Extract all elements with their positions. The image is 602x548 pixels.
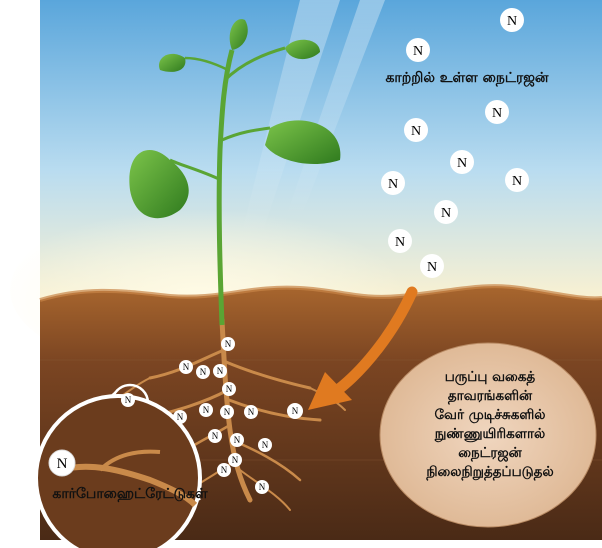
svg-text:N: N (492, 106, 502, 121)
nitrogen-nodule: N (222, 382, 236, 396)
svg-text:N: N (413, 44, 423, 59)
svg-text:N: N (512, 174, 522, 189)
nitrogen-nodule: N (258, 438, 272, 452)
svg-text:N: N (200, 367, 207, 377)
nitrogen-nodule: N (228, 453, 242, 467)
magnified-nitrogen-atom: N (49, 450, 75, 476)
nitrogen-atom: N (420, 254, 444, 278)
nitrogen-atom: N (505, 168, 529, 192)
nitrogen-nodule: N (213, 364, 227, 378)
svg-text:N: N (234, 435, 241, 445)
fixation-label-line: நுண்ணுயிரிகளால் (388, 425, 592, 444)
fixation-label-line: நைட்ரஜன் (388, 444, 592, 463)
svg-text:N: N (457, 156, 467, 171)
svg-text:N: N (388, 177, 398, 192)
svg-text:N: N (395, 235, 405, 250)
nitrogen-nodule: N (221, 337, 235, 351)
svg-text:N: N (226, 384, 233, 394)
carbohydrates-label: கார்போஹைட்ரேட்டுகள் (30, 486, 230, 504)
nitrogen-nodule: N (196, 365, 210, 379)
nitrogen-nodule: N (208, 429, 222, 443)
nitrogen-atom: N (434, 200, 458, 224)
svg-text:N: N (125, 395, 132, 405)
nitrogen-nodule: N (255, 480, 269, 494)
svg-text:N: N (224, 407, 231, 417)
fixation-label-line: நிலைநிறுத்தப்படுதல் (388, 463, 592, 482)
nitrogen-atom: N (485, 100, 509, 124)
nitrogen-atom: N (450, 150, 474, 174)
fixation-label-line: வேர் முடிச்சுகளில் (388, 406, 592, 425)
svg-text:N: N (248, 407, 255, 417)
nitrogen-atom: N (381, 171, 405, 195)
svg-text:N: N (292, 406, 299, 416)
svg-text:N: N (427, 260, 437, 275)
nitrogen-nodule: N (230, 433, 244, 447)
nitrogen-atom: N (500, 8, 524, 32)
nitrogen-atom: N (406, 38, 430, 62)
svg-text:N: N (441, 206, 451, 221)
svg-text:N: N (177, 412, 184, 422)
fixation-label-line: பருப்பு வகைத் (388, 368, 592, 387)
svg-text:N: N (217, 366, 224, 376)
nitrogen-atom: N (388, 229, 412, 253)
svg-text:N: N (57, 456, 68, 472)
nitrogen-nodule: N (220, 405, 234, 419)
nitrogen-fixation-label: பருப்பு வகைத் தாவரங்களின் வேர் முடிச்சுக… (388, 368, 592, 482)
air-nitrogen-label: காற்றில் உள்ள நைட்ரஜன் (352, 70, 582, 88)
fixation-label-line: தாவரங்களின் (388, 387, 592, 406)
svg-text:N: N (203, 405, 210, 415)
nitrogen-nodule: N (244, 405, 258, 419)
svg-text:N: N (507, 14, 517, 29)
svg-text:N: N (411, 124, 421, 139)
nitrogen-nodule: N (173, 410, 187, 424)
nitrogen-nodule: N (287, 403, 303, 419)
nitrogen-nodule: N (179, 360, 193, 374)
svg-text:N: N (183, 362, 190, 372)
svg-text:N: N (221, 465, 228, 475)
nitrogen-atom: N (404, 118, 428, 142)
svg-text:N: N (212, 431, 219, 441)
svg-text:N: N (259, 482, 266, 492)
svg-text:N: N (225, 339, 232, 349)
nitrogen-nodule: N (121, 393, 135, 407)
svg-text:N: N (262, 440, 269, 450)
nitrogen-nodule: N (217, 463, 231, 477)
nitrogen-nodule: N (199, 403, 213, 417)
svg-text:N: N (232, 455, 239, 465)
